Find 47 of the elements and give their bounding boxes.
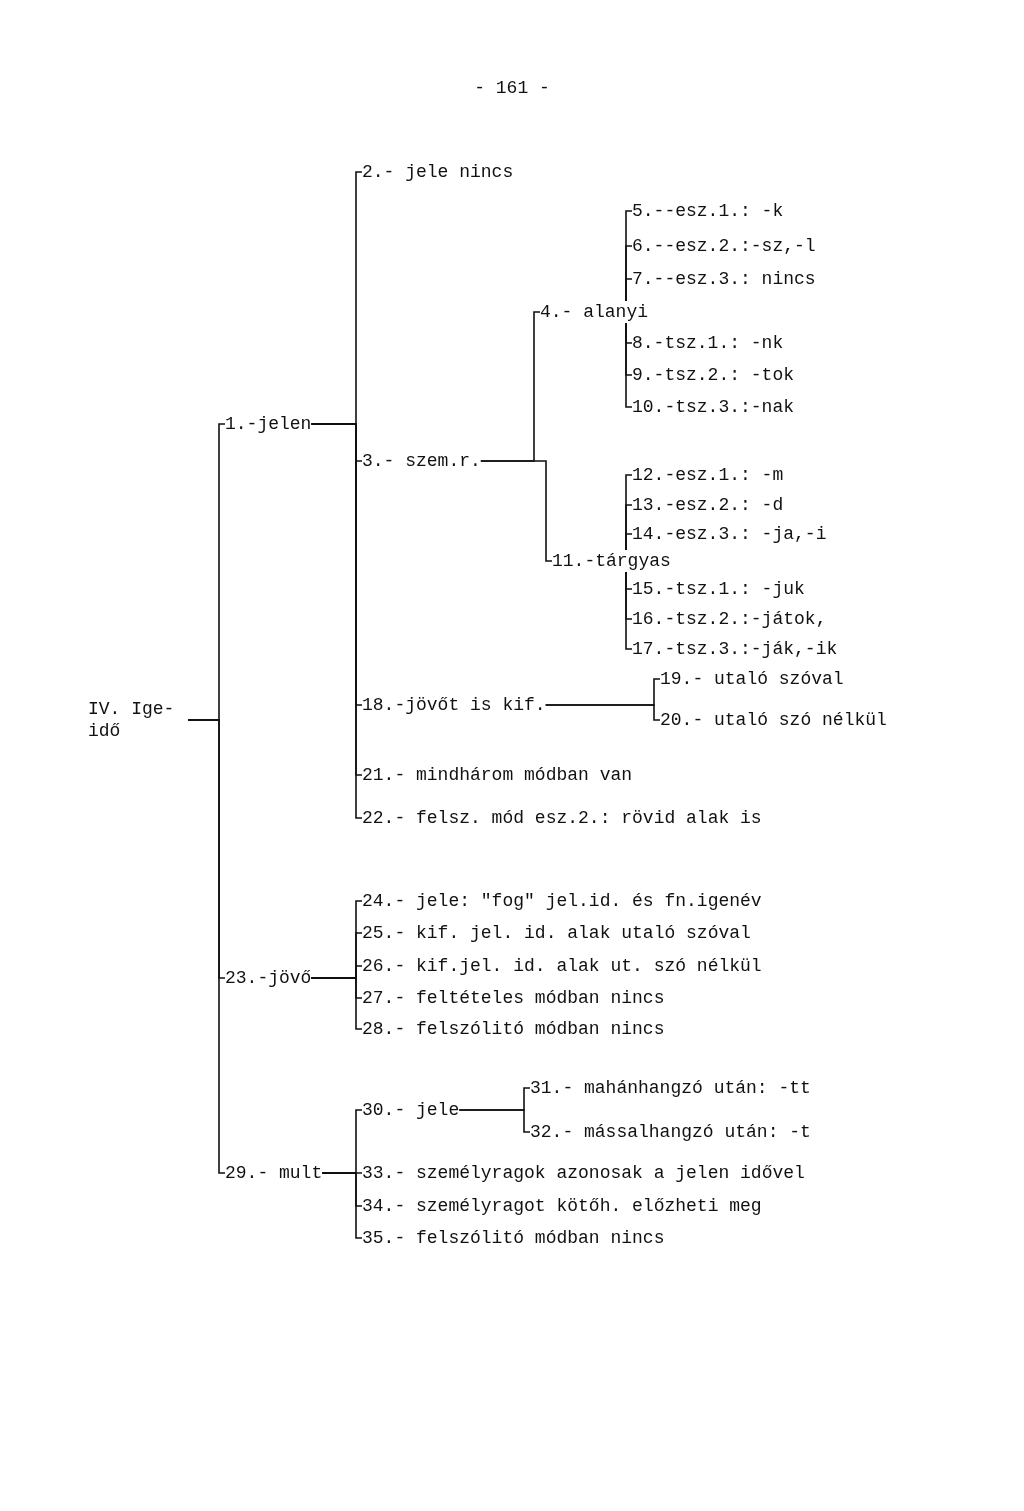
- tree-label: 1.-jelen: [225, 413, 312, 435]
- tree-label: 8.-tsz.1.: -nk: [632, 332, 784, 354]
- tree-label: 19.- utaló szóval: [660, 668, 844, 690]
- tree-label: 5.--esz.1.: -k: [632, 200, 784, 222]
- connector-line: [321, 1172, 363, 1239]
- tree-label: 23.-jövő: [225, 967, 312, 989]
- tree-label: 12.-esz.1.: -m: [632, 464, 784, 486]
- tree-label: 26.- kif.jel. id. alak ut. szó nélkül: [362, 955, 762, 977]
- page-number: - 161 -: [474, 77, 550, 99]
- connector-line: [458, 1109, 531, 1133]
- tree-label: 7.--esz.3.: nincs: [632, 268, 816, 290]
- connector-line: [310, 977, 363, 1030]
- tree-label: 21.- mindhárom módban van: [362, 764, 633, 786]
- tree-label: 31.- mahánhangzó után: -tt: [530, 1077, 811, 1099]
- tree-label: 33.- személyragok azonosak a jelen idővel: [362, 1162, 805, 1184]
- tree-label: 15.-tsz.1.: -juk: [632, 578, 805, 600]
- tree-label: 35.- felszólitó módban nincs: [362, 1227, 665, 1249]
- connector-line: [625, 278, 633, 302]
- connector-line: [544, 704, 661, 721]
- tree-label: 16.-tsz.2.:-játok,: [632, 608, 827, 630]
- tree-label: 14.-esz.3.: -ja,-i: [632, 523, 827, 545]
- tree-label: 32.- mássalhangzó után: -t: [530, 1121, 811, 1143]
- tree-label: 20.- utaló szó nélkül: [660, 709, 887, 731]
- tree-label: 29.- mult: [225, 1162, 323, 1184]
- tree-label: IV. Ige- idő: [88, 698, 188, 742]
- connector-line: [187, 719, 226, 1174]
- tree-label: 10.-tsz.3.:-nak: [632, 396, 795, 418]
- tree-label: 2.- jele nincs: [362, 161, 514, 183]
- tree-label: 22.- felsz. mód esz.2.: rövid alak is: [362, 807, 762, 829]
- tree-label: 6.--esz.2.:-sz,-l: [632, 235, 816, 257]
- tree-label: 34.- személyragot kötőh. előzheti meg: [362, 1195, 762, 1217]
- tree-label: 24.- jele: "fog" jel.id. és fn.igenév: [362, 890, 762, 912]
- tree-label: 17.-tsz.3.:-ják,-ik: [632, 638, 838, 660]
- tree-label: 28.- felszólitó módban nincs: [362, 1018, 665, 1040]
- tree-label: 30.- jele: [362, 1099, 460, 1121]
- tree-label: 25.- kif. jel. id. alak utaló szóval: [362, 922, 751, 944]
- tree-label: 3.- szem.r.: [362, 450, 481, 472]
- connector-line: [480, 460, 553, 562]
- tree-label: 4.- alanyi: [540, 301, 649, 323]
- tree-label: 27.- feltételes módban nincs: [362, 987, 665, 1009]
- connector-line: [625, 571, 633, 650]
- tree-label: 11.-tárgyas: [552, 550, 671, 572]
- connector-line: [625, 533, 633, 551]
- tree-label: 13.-esz.2.: -d: [632, 494, 784, 516]
- tree-label: 18.-jövőt is kif.: [362, 694, 546, 716]
- tree-label: 9.-tsz.2.: -tok: [632, 364, 795, 386]
- connector-line: [625, 322, 633, 408]
